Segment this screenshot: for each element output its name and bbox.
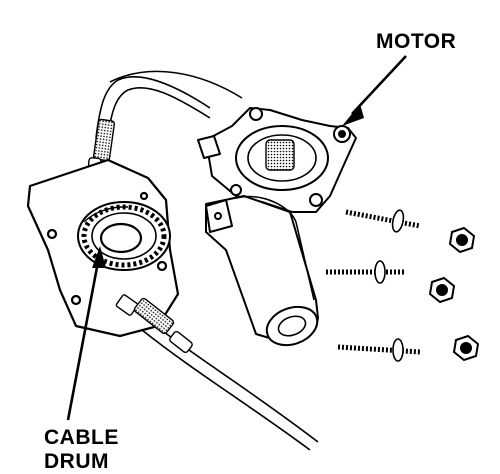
motor-label: MOTOR (376, 30, 457, 53)
mounting-studs (326, 209, 421, 362)
nut-lower (452, 334, 480, 362)
stud-upper (345, 209, 421, 233)
cable-drum (77, 201, 171, 271)
cable-drum-leader-arrow (66, 246, 106, 421)
lower-cable (141, 319, 319, 451)
stud-lower (337, 338, 421, 362)
lower-cable-fitting (115, 294, 193, 353)
cable-drum-label-line2: DRUM (44, 450, 109, 473)
cable-drum-label-line1: CABLE (44, 426, 119, 449)
motor-leader-arrow (342, 55, 407, 126)
nut-middle (428, 276, 456, 304)
motor-assembly (197, 107, 357, 347)
nuts (428, 226, 480, 362)
nut-upper (448, 226, 476, 254)
stud-middle (326, 260, 406, 284)
